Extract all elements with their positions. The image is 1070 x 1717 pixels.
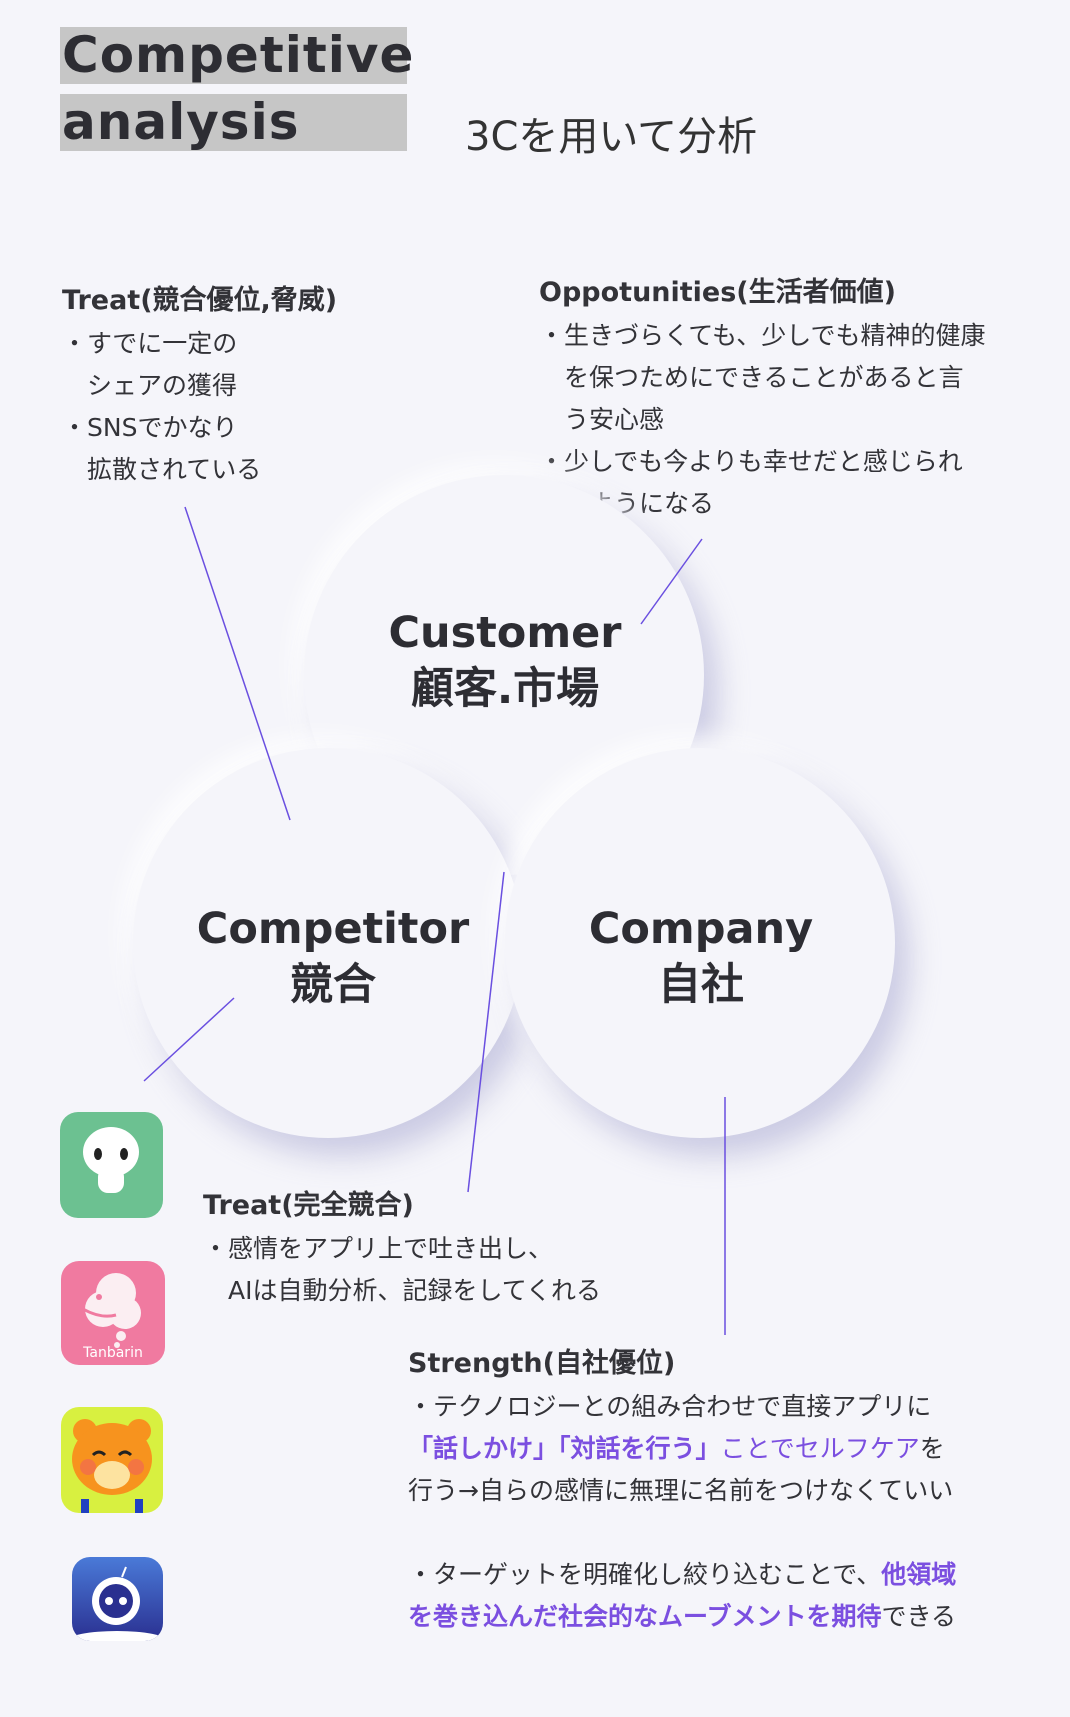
opportunities-line: ・生きづらくても、少しでも精神的健康	[539, 321, 986, 350]
treat-competitive-line: ・SNSでかなり	[62, 413, 238, 442]
treat-full-line: AIは自動分析、記録をしてくれる	[203, 1276, 601, 1305]
customer-label-ja: 顧客.市場	[410, 664, 600, 714]
treat-competitive-line: ・すでに一定の	[62, 329, 238, 358]
competitor-label-en: Competitor	[196, 904, 470, 954]
title-line-2: analysis	[60, 94, 407, 151]
competitor-label: Competitor 競合	[197, 901, 469, 1013]
strength-text: ・ターゲットを明確化し絞り込むことで、	[408, 1560, 882, 1589]
treat-competitive-line: シェアの獲得	[62, 371, 238, 400]
strength-text: を	[919, 1434, 945, 1463]
strength-text: できる	[881, 1602, 957, 1631]
treat-competitive-heading: Treat(競合優位,脅威)	[62, 285, 338, 316]
customer-label-en: Customer	[388, 608, 622, 658]
title-line-1: Competitive	[60, 26, 415, 84]
strength-line: 行う→自らの感情に無理に名前をつけなくていい	[408, 1476, 954, 1505]
tanbarin-app-icon: Tanbarin	[61, 1261, 165, 1365]
opportunities-block: Oppotunities(生活者価値) ・生きづらくても、少しでも精神的健康 を…	[539, 270, 986, 525]
company-label-ja: 自社	[658, 960, 744, 1010]
treat-full-block: Treat(完全競合) ・感情をアプリ上で吐き出し、 AIは自動分析、記録をして…	[203, 1183, 601, 1312]
astronaut-app-icon	[72, 1557, 163, 1641]
subtitle: 3Cを用いて分析	[465, 114, 758, 160]
strength-block: Strength(自社優位) ・テクノロジーとの組み合わせで直接アプリに 「話し…	[408, 1341, 956, 1638]
opportunities-line: を保つためにできることがあると言	[539, 363, 964, 392]
opportunities-heading: Oppotunities(生活者価値)	[539, 277, 896, 308]
strength-line: 「話しかけ」「対話を行う」ことでセルフケアを	[408, 1428, 956, 1470]
company-label-en: Company	[588, 904, 814, 954]
strength-heading: Strength(自社優位)	[408, 1348, 676, 1379]
strength-highlight: を巻き込んだ社会的なムーブメントを期待	[408, 1602, 882, 1631]
treat-competitive-line: 拡散されている	[62, 455, 262, 484]
treat-full-heading: Treat(完全競合)	[203, 1190, 414, 1221]
strength-highlight: ことでセルフケア	[720, 1434, 920, 1463]
strength-line: ・テクノロジーとの組み合わせで直接アプリに	[408, 1392, 932, 1421]
customer-label: Customer 顧客.市場	[388, 605, 621, 717]
ghost-app-icon	[60, 1112, 163, 1218]
bear-app-icon	[61, 1407, 163, 1513]
strength-line: を巻き込んだ社会的なムーブメントを期待できる	[408, 1596, 956, 1638]
strength-highlight: 「話しかけ」「対話を行う」	[408, 1434, 721, 1463]
company-label: Company 自社	[589, 901, 813, 1013]
treat-competitive-block: Treat(競合優位,脅威) ・すでに一定の シェアの獲得 ・SNSでかなり 拡…	[62, 278, 337, 491]
opportunities-line: ・少しでも今よりも幸せだと感じられ	[539, 447, 963, 476]
strength-highlight: 他領域	[881, 1560, 957, 1589]
competitor-label-ja: 競合	[289, 960, 376, 1010]
treat-full-line: ・感情をアプリ上で吐き出し、	[203, 1234, 554, 1263]
opportunities-line: う安心感	[539, 405, 665, 434]
strength-line: ・ターゲットを明確化し絞り込むことで、他領域	[408, 1554, 956, 1596]
company-circle	[505, 748, 895, 1138]
tanbarin-label: Tanbarin	[83, 1345, 143, 1361]
